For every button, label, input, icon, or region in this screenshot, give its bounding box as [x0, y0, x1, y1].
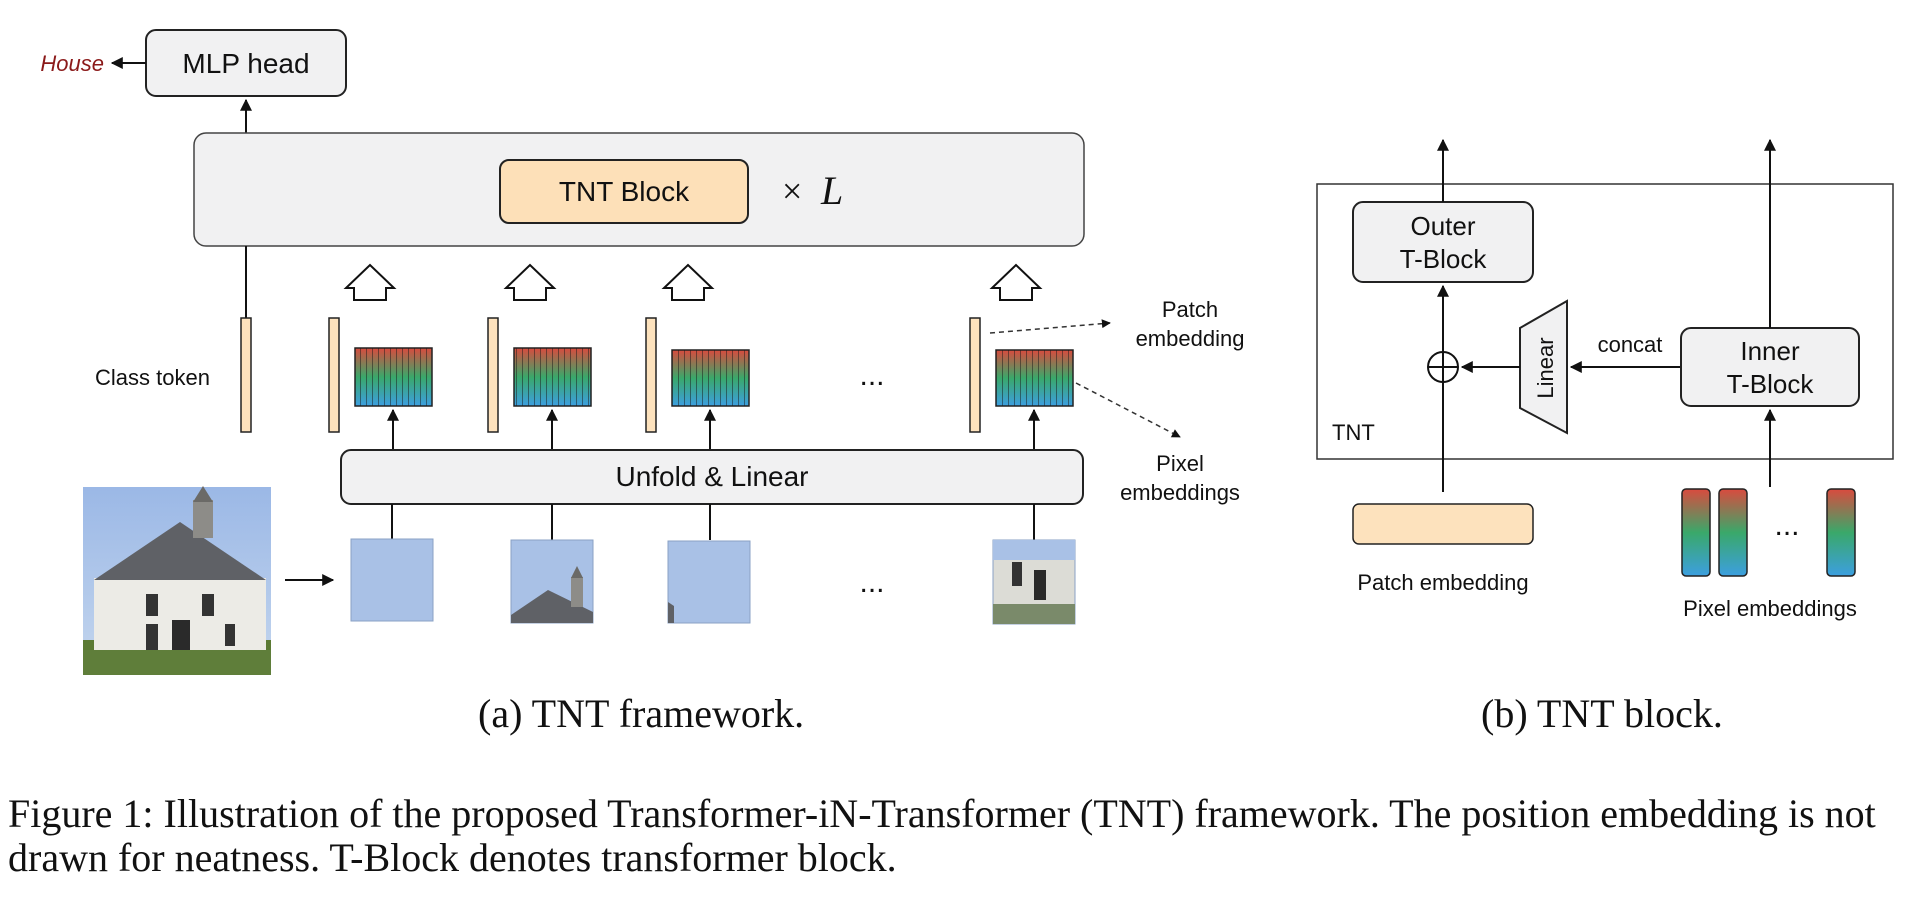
patch-token-group-4	[969, 317, 1074, 433]
tnt-block-box	[499, 159, 749, 224]
pixel-embedding-1	[1681, 488, 1711, 577]
pixel-block-4-stripes	[996, 350, 1073, 406]
tnt-block-detail: TNT Outer T-Block Linear concat Inner	[1316, 138, 1894, 621]
ellipsis-patches: ...	[859, 566, 884, 599]
figure-diagram: MLP head House TNT Block × L Class token	[40, 29, 1894, 675]
tnt-frame-label: TNT	[1332, 420, 1375, 445]
patch-token-4	[969, 317, 981, 433]
linear-layer: Linear	[1519, 299, 1568, 435]
patch-token-group-1	[328, 317, 433, 433]
pixel-embedding-3	[1826, 488, 1856, 577]
up-arrow-4	[989, 263, 1043, 301]
pixel-embeddings-label-line1: Pixel	[1156, 451, 1204, 476]
outer-t-block-line2: T-Block	[1400, 244, 1488, 274]
outer-t-block: Outer T-Block	[1352, 201, 1534, 283]
concat-label: concat	[1598, 332, 1663, 357]
image-patch-2	[510, 539, 594, 624]
figure-caption: Figure 1: Illustration of the proposed T…	[8, 791, 1876, 880]
subcaption-a: (a) TNT framework.	[478, 691, 805, 736]
patch-token-group-2	[487, 317, 592, 433]
image-patches	[350, 538, 1076, 625]
patch-token-3	[645, 317, 657, 433]
unfold-linear-box: Unfold & Linear	[340, 449, 1084, 505]
up-arrows	[343, 263, 1043, 301]
pixel-embeddings-input-label: Pixel embeddings	[1683, 596, 1857, 621]
tnt-block-panel: TNT Block × L	[193, 132, 1085, 247]
patch-token-2	[487, 317, 499, 433]
image-patch-1	[350, 538, 434, 622]
ellipsis-embeddings: ...	[859, 359, 884, 392]
pixel-embeddings-pointer	[1075, 382, 1181, 438]
pixel-block-3-stripes	[672, 350, 749, 406]
patch-embedding-label-line2: embedding	[1136, 326, 1245, 351]
patch-embedding-label-line1: Patch	[1162, 297, 1218, 322]
patch-token-group-3	[645, 317, 750, 433]
patch-token-1	[328, 317, 340, 433]
outer-t-block-line1: Outer	[1410, 211, 1475, 241]
patch-embedding-input-label: Patch embedding	[1357, 570, 1528, 595]
input-image	[83, 486, 271, 675]
class-token	[240, 317, 252, 433]
up-arrow-1	[343, 263, 397, 301]
up-arrow-3	[661, 263, 715, 301]
up-arrow-2	[503, 263, 557, 301]
unfold-up-arrows	[387, 408, 1040, 450]
image-patch-3	[667, 540, 751, 624]
subcaption-b: (b) TNT block.	[1481, 691, 1723, 736]
repeat-symbol: ×	[782, 171, 802, 211]
add-operator	[1427, 351, 1459, 383]
image-patch-4	[992, 539, 1076, 625]
inner-t-block-line2: T-Block	[1727, 369, 1815, 399]
class-token-label: Class token	[95, 365, 210, 390]
patch-embedding-pointer	[989, 319, 1111, 334]
pixel-embeddings-input: ...	[1681, 488, 1856, 577]
tnt-framework: MLP head House TNT Block × L Class token	[40, 29, 1245, 675]
linear-label: Linear	[1533, 337, 1558, 398]
inner-t-block: Inner T-Block	[1680, 327, 1860, 407]
patch-connectors	[391, 504, 1035, 540]
pixel-block-1-stripes	[355, 348, 432, 406]
patch-embedding-input	[1352, 503, 1534, 545]
unfold-linear-label: Unfold & Linear	[615, 461, 808, 492]
mlp-head: MLP head	[145, 29, 347, 97]
mlp-head-label: MLP head	[182, 48, 309, 79]
output-label-house: House	[40, 51, 104, 76]
repeat-var: L	[820, 168, 843, 213]
pixel-block-2-stripes	[514, 348, 591, 406]
tnt-block-label: TNT Block	[559, 176, 690, 207]
pixel-embedding-2	[1718, 488, 1748, 577]
pixel-embeddings-label-line2: embeddings	[1120, 480, 1240, 505]
inner-t-block-line1: Inner	[1740, 336, 1800, 366]
pixel-ellipsis: ...	[1774, 509, 1799, 542]
